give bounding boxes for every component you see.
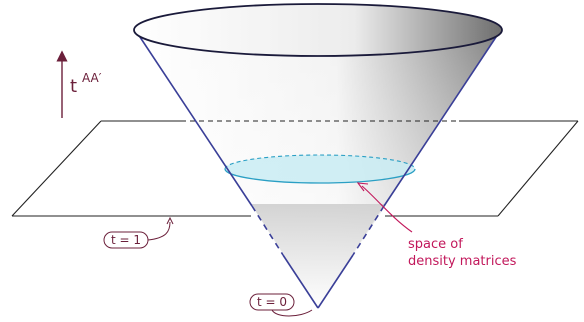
t1-callout-tip bbox=[166, 216, 174, 225]
t0-label: t = 0 bbox=[257, 295, 287, 309]
cone-edge-left-dashed bbox=[251, 205, 284, 256]
plane-left-edge bbox=[11, 120, 102, 217]
cone-edge-left-upper bbox=[133, 27, 253, 207]
density-disc-back-edge bbox=[224, 154, 416, 170]
time-axis-superscript: AA′ bbox=[82, 71, 102, 85]
density-callout-line bbox=[361, 185, 413, 233]
plane-right-edge bbox=[497, 120, 579, 217]
t0-callout-line bbox=[271, 309, 313, 317]
cone-edge-left-lower bbox=[282, 254, 319, 309]
density-label-line2: density matrices bbox=[408, 254, 517, 269]
cone-rim bbox=[134, 4, 502, 56]
t1-callout-line bbox=[147, 221, 171, 241]
cone-edge-right-lower bbox=[317, 254, 354, 309]
t1-label: t = 1 bbox=[111, 233, 141, 247]
density-label-line1: space of bbox=[408, 237, 463, 252]
cone-rim-opening bbox=[133, 3, 503, 57]
cone-edge-right-upper bbox=[383, 27, 503, 207]
density-disc bbox=[225, 155, 415, 183]
density-callout-tip bbox=[356, 182, 369, 192]
cone-edge-right-dashed bbox=[352, 205, 385, 256]
time-axis-label: t bbox=[70, 76, 77, 97]
cone-body-lower bbox=[251, 204, 385, 308]
